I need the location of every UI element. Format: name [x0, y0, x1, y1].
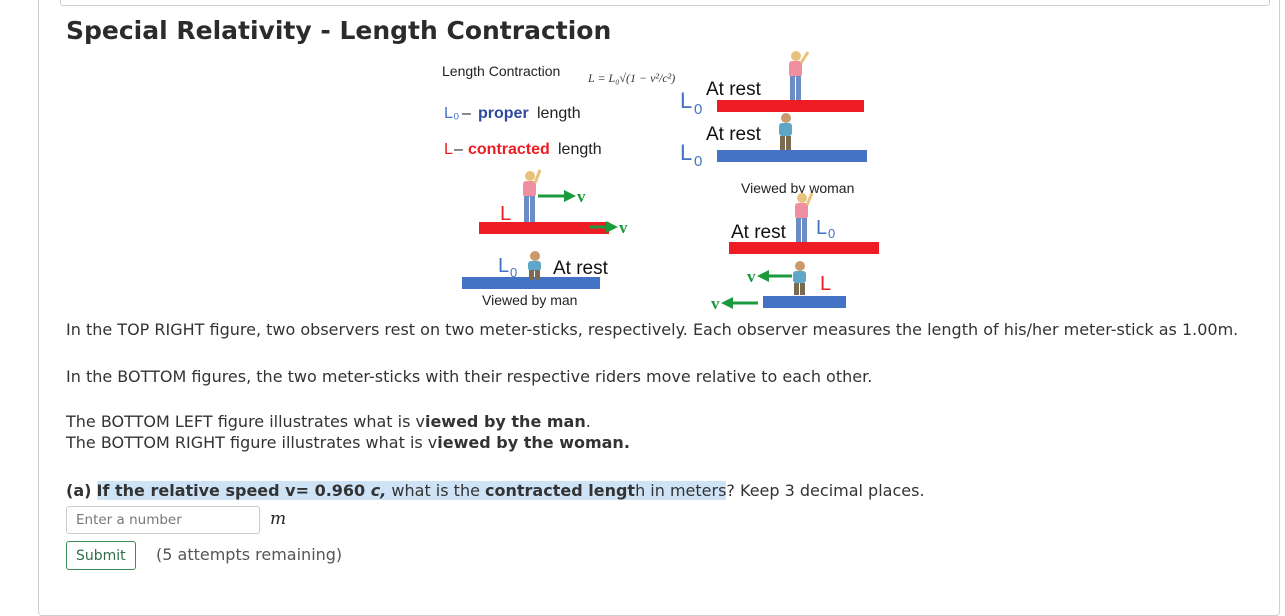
p3-end: .: [585, 412, 591, 431]
q-tail: ? Keep 3 decimal places.: [726, 481, 925, 500]
lo-label-1: L: [680, 88, 692, 113]
paragraph-bottom: In the BOTTOM figures, the two meter-sti…: [66, 367, 873, 386]
arrow-head-man-br: [757, 270, 769, 282]
q-h3: what is the: [386, 481, 486, 500]
question-a: (a) If the relative speed v= 0.960 c, wh…: [66, 480, 925, 501]
q-h2: c,: [370, 481, 387, 500]
question-label: (a): [66, 481, 92, 500]
page-title: Special Relativity - Length Contraction: [66, 16, 612, 45]
l-label-bl: L: [500, 203, 511, 225]
question-highlight: If the relative speed v= 0.960 c, what i…: [96, 481, 727, 500]
l-symbol: L: [444, 141, 453, 158]
man-figure-3: [793, 261, 806, 295]
contracted-word: contracted: [468, 141, 550, 158]
lo-sub-2: 0: [694, 153, 702, 170]
previous-panel-edge: [60, 0, 1270, 6]
at-rest-br: At rest: [731, 222, 787, 243]
arrow-head-stick-br: [721, 297, 733, 309]
bottom-left-figure: L v v L 0 At rest: [462, 169, 628, 308]
q-h1: If the relative speed v= 0.960: [96, 481, 371, 500]
answer-input[interactable]: [66, 506, 260, 534]
unit-label: m: [270, 509, 287, 529]
man-figure-1: [779, 113, 792, 150]
lo-sub-br: 0: [828, 226, 835, 241]
formula: L = L₀√(1 − v²/c²): [587, 71, 675, 85]
arrow-head-stick-bl: [606, 221, 618, 233]
paragraph-bottom-left: The BOTTOM LEFT figure illustrates what …: [66, 411, 591, 432]
length-word: length: [537, 105, 581, 122]
l0-symbol: L₀: [444, 105, 460, 122]
blue-stick-rest: [717, 150, 867, 162]
bottom-right-figure: Viewed by woman At rest L 0 v L v: [711, 180, 879, 313]
viewed-by-man: Viewed by man: [482, 292, 577, 308]
red-stick-moving: [479, 222, 609, 234]
blue-stick-br: [763, 296, 846, 308]
p4-bold: iewed by the woman.: [437, 433, 630, 452]
p4-text: The BOTTOM RIGHT figure illustrates what…: [66, 433, 438, 452]
length-contraction-figure: Length Contraction L = L₀√(1 − v²/c²) L₀…: [442, 51, 879, 313]
submit-button[interactable]: Submit: [66, 541, 136, 570]
top-right-figure: L 0 At rest L 0 At rest: [680, 51, 867, 170]
paragraph-bottom-right: The BOTTOM RIGHT figure illustrates what…: [66, 432, 630, 453]
lo-sub-bl: 0: [510, 265, 517, 280]
attempts-remaining: (5 attempts remaining): [156, 545, 343, 564]
lo-label-2: L: [680, 140, 692, 165]
viewed-by-woman: Viewed by woman: [741, 180, 854, 196]
v-label-bl-2: v: [619, 218, 628, 237]
contracted-length-legend: L – contracted length: [444, 141, 602, 158]
figure-heading: Length Contraction: [442, 63, 560, 79]
q-h4: contracted lengt: [485, 481, 636, 500]
proper-length-legend: L₀ – proper length: [444, 105, 581, 122]
l-label-br: L: [820, 273, 831, 295]
proper-word: proper: [478, 105, 529, 122]
red-stick-br: [729, 242, 879, 254]
woman-figure-1: [789, 51, 810, 100]
p3-text: The BOTTOM LEFT figure illustrates what …: [66, 412, 425, 431]
length-word-2: length: [558, 141, 602, 158]
v-label-br-2: v: [711, 294, 720, 313]
at-rest-middle: At rest: [706, 124, 762, 145]
at-rest-top: At rest: [706, 79, 762, 100]
p3-bold: iewed by the man: [424, 412, 586, 431]
v-label-br-1: v: [747, 267, 756, 286]
l0-dash: –: [462, 105, 471, 122]
at-rest-bl: At rest: [553, 258, 609, 279]
paragraph-top-right: In the TOP RIGHT figure, two observers r…: [66, 320, 1239, 339]
lo-label-bl: L: [498, 255, 509, 277]
blue-stick-bl: [462, 277, 600, 289]
man-figure-2: [528, 251, 541, 280]
v-label-bl-1: v: [577, 187, 586, 206]
woman-figure-2: [523, 169, 542, 222]
red-stick-rest: [717, 100, 864, 112]
woman-figure-3: [795, 192, 814, 242]
l-dash: –: [454, 141, 463, 158]
arrow-head-woman-bl: [564, 190, 576, 202]
lo-sub-1: 0: [694, 101, 702, 118]
lo-label-br: L: [816, 217, 827, 239]
q-h5: h in meters: [635, 481, 727, 500]
